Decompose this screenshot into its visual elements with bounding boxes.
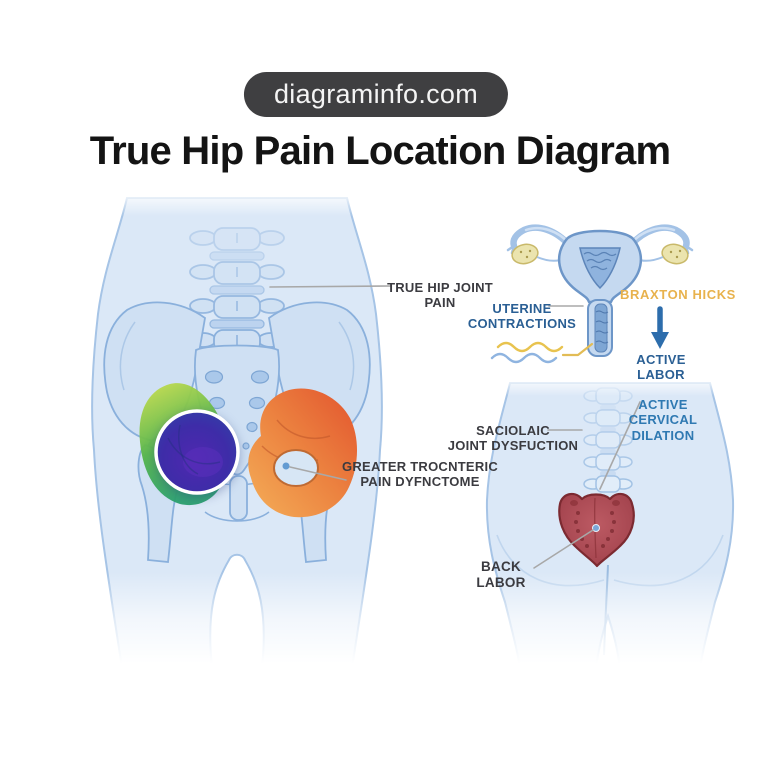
label-greater-trochanteric-pain: GREATER TROCNTERIC PAIN DYFNCTOME	[342, 459, 498, 490]
label-sacroiliac-joint-dysfunction: SACIOLAIC JOINT DYSFUCTION	[448, 423, 578, 454]
pointer-dot	[592, 524, 600, 532]
lumbar-spine	[189, 227, 285, 363]
label-back-labor: BACK LABOR	[476, 559, 525, 591]
label-line: LABOR	[637, 367, 685, 383]
label-line: BACK	[481, 559, 521, 574]
label-line: PAIN	[424, 295, 456, 311]
label-active-cervical-dilation: ACTIVE CERVICAL DILATION	[629, 397, 698, 443]
site-badge: diagraminfo.com	[243, 72, 509, 117]
label-line: SACIOLAIC	[476, 423, 550, 438]
label-line: ACTIVE	[636, 352, 686, 367]
pelvis-front-illustration	[91, 197, 383, 669]
label-line: PAIN DYFNCTOME	[360, 474, 480, 490]
label-line: CERVICAL	[628, 412, 698, 428]
label-braxton-hicks: BRAXTON HICKS	[620, 287, 736, 302]
cervix	[587, 299, 613, 357]
label-uterine-contractions: UTERINE CONTRACTIONS	[468, 301, 576, 332]
page-title: True Hip Pain Location Diagram	[89, 129, 671, 173]
label-line: GREATER TROCNTERIC	[342, 459, 498, 474]
label-true-hip-joint-pain: TRUE HIP JOINT PAIN	[387, 280, 493, 311]
label-active-labor: ACTIVE LABOR	[636, 352, 685, 383]
uterus-body	[557, 229, 643, 304]
label-line: BRAXTON HICKS	[620, 287, 736, 302]
label-line: ACTIVE	[638, 397, 688, 412]
pain-zoom-circle	[154, 409, 240, 495]
label-line: UTERINE	[492, 301, 552, 316]
uterus-illustration	[506, 224, 694, 357]
label-line: LABOR	[476, 574, 526, 590]
pointer-dot	[282, 462, 290, 470]
pelvis-back-illustration	[485, 382, 735, 669]
label-line: CONTRACTIONS	[467, 316, 577, 332]
label-line: DILATION	[631, 427, 695, 443]
label-line: JOINT DYSFUCTION	[447, 438, 579, 454]
label-line: TRUE HIP JOINT	[387, 280, 493, 295]
